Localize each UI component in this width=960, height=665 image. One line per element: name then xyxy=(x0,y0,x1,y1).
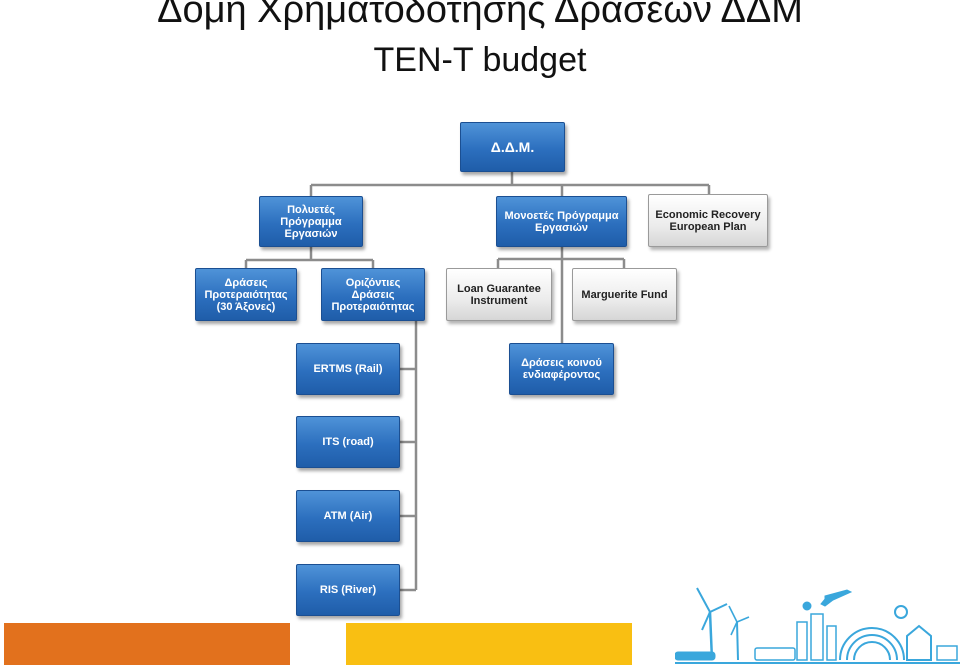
node-marguerite-fund: Marguerite Fund xyxy=(572,268,677,321)
node-ertms-rail: ERTMS (Rail) xyxy=(296,343,400,395)
node-multiannual-program: Πολυετές Πρόγραμμα Εργασιών xyxy=(259,196,363,247)
page-title: Δομή Χρηματοδότησης Δράσεων ΔΔΜ xyxy=(157,0,803,31)
node-root: Δ.Δ.Μ. xyxy=(460,122,565,172)
node-annual-program: Μονοετές Πρόγραμμα Εργασιών xyxy=(496,196,627,247)
transport-energy-logo-icon xyxy=(675,587,960,664)
node-economic-recovery-plan: Economic Recovery European Plan xyxy=(648,194,768,247)
node-atm-air: ATM (Air) xyxy=(296,490,400,542)
node-common-interest-actions: Δράσεις κοινού ενδιαφέροντος xyxy=(509,343,614,395)
node-ris-river: RIS (River) xyxy=(296,564,400,616)
page-subtitle: TEN-T budget xyxy=(373,41,587,79)
footer-bar-orange xyxy=(4,623,290,665)
node-its-road: ITS (road) xyxy=(296,416,400,468)
node-priority-actions-30-axes: Δράσεις Προτεραιότητας (30 Άξονες) xyxy=(195,268,297,321)
footer-bar-yellow xyxy=(346,623,632,665)
node-loan-guarantee-instrument: Loan Guarantee Instrument xyxy=(446,268,552,321)
node-horizontal-priority-actions: Οριζόντιες Δράσεις Προτεραιότητας xyxy=(321,268,425,321)
